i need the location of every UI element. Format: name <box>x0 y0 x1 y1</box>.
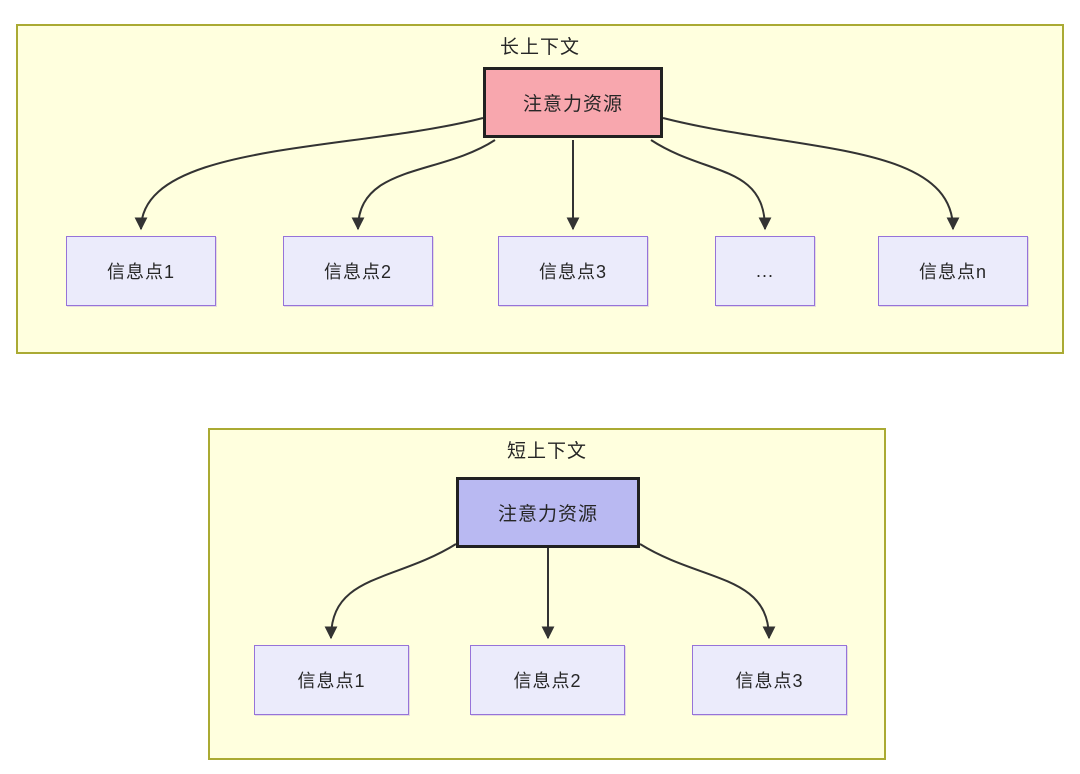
long-context-title: 长上下文 <box>499 37 580 58</box>
long-info-point-ellipsis-node: ... <box>715 236 815 306</box>
long-info-point-n-node: 信息点n <box>878 236 1028 306</box>
short-context-title: 短上下文 <box>506 441 587 462</box>
long-info-point-1-node: 信息点1 <box>66 236 216 306</box>
long-attention-resource-node: 注意力资源 <box>483 67 663 138</box>
long-info-point-3-node: 信息点3 <box>498 236 648 306</box>
long-info-point-2-node: 信息点2 <box>283 236 433 306</box>
short-info-point-1-node: 信息点1 <box>254 645 409 715</box>
short-info-point-3-node: 信息点3 <box>692 645 847 715</box>
short-info-point-2-node: 信息点2 <box>470 645 625 715</box>
short-attention-resource-node: 注意力资源 <box>456 477 640 548</box>
